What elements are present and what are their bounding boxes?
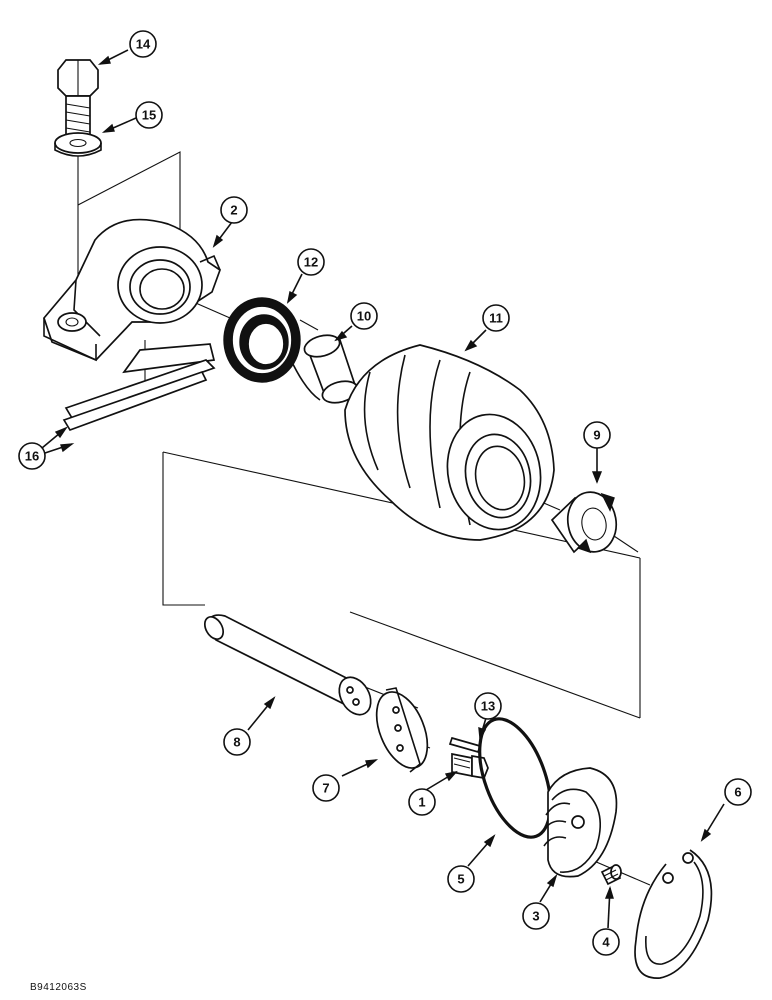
svg-text:13: 13	[481, 699, 495, 714]
part-snap-ring	[634, 849, 713, 979]
svg-text:16: 16	[25, 449, 39, 464]
callout-16: 16	[18, 442, 46, 470]
part-shims	[62, 343, 216, 432]
svg-text:7: 7	[322, 781, 329, 796]
callout-15: 15	[135, 101, 163, 129]
callout-5: 5	[447, 865, 475, 893]
svg-text:5: 5	[457, 872, 464, 887]
part-seal	[223, 297, 301, 383]
svg-text:1: 1	[418, 795, 425, 810]
callout-8: 8	[223, 728, 251, 756]
callout-leaders	[41, 49, 725, 929]
callout-6: 6	[724, 778, 752, 806]
callout-10: 10	[350, 302, 378, 330]
svg-text:15: 15	[142, 108, 156, 123]
callout-13: 13	[474, 692, 502, 720]
part-plug	[600, 864, 622, 886]
callout-4: 4	[592, 928, 620, 956]
part-roll-pin	[448, 736, 482, 754]
callout-1: 1	[408, 788, 436, 816]
callout-11: 11	[482, 304, 510, 332]
svg-text:6: 6	[734, 785, 741, 800]
svg-text:11: 11	[489, 311, 503, 326]
svg-text:14: 14	[136, 37, 151, 52]
callout-7: 7	[312, 774, 340, 802]
part-washer	[54, 132, 102, 157]
svg-text:3: 3	[532, 909, 539, 924]
part-cap-screw	[451, 752, 489, 779]
part-end-cap	[543, 767, 618, 878]
svg-text:10: 10	[357, 309, 371, 324]
svg-text:12: 12	[304, 255, 318, 270]
svg-text:2: 2	[230, 203, 237, 218]
svg-text:9: 9	[593, 428, 600, 443]
part-shaft	[203, 614, 372, 716]
part-pillow-block	[43, 218, 222, 362]
callout-3: 3	[522, 902, 550, 930]
callout-14: 14	[129, 30, 157, 58]
callout-12: 12	[297, 248, 325, 276]
figure-reference-code: B9412063S	[30, 982, 87, 993]
part-collar	[550, 491, 618, 554]
svg-text:8: 8	[233, 735, 240, 750]
svg-text:4: 4	[602, 935, 610, 950]
part-bushing	[289, 334, 359, 404]
callout-9: 9	[583, 421, 611, 449]
part-o-ring	[478, 717, 552, 839]
part-track-roller	[344, 344, 555, 541]
part-retainer-plate	[375, 687, 429, 773]
callout-2: 2	[220, 196, 248, 224]
